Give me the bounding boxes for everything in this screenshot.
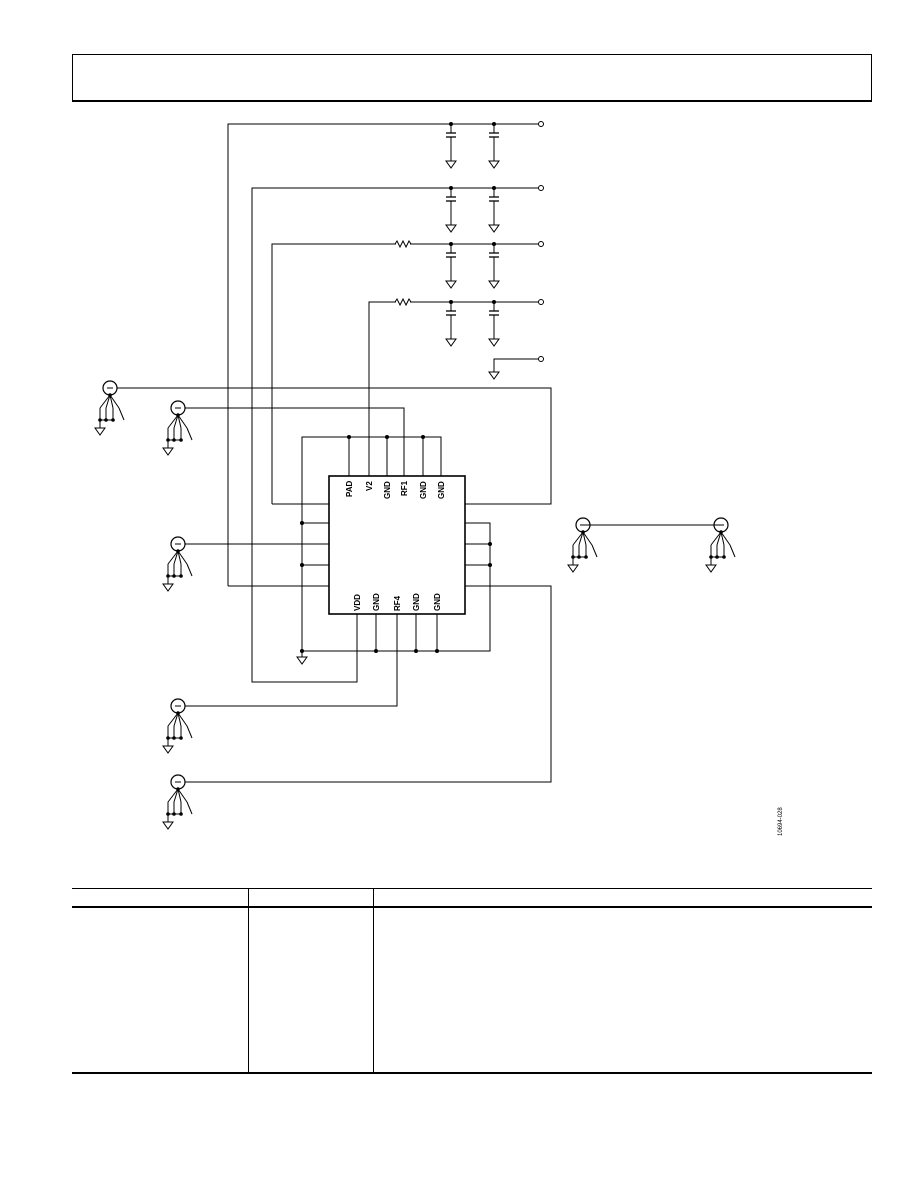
sma-connector-icon bbox=[705, 517, 736, 573]
rail-junctions bbox=[449, 122, 496, 304]
rail-terminals bbox=[538, 121, 544, 362]
ground-symbol bbox=[488, 365, 500, 380]
evaluation-board-schematic: PAD V2 GND RF1 GND GND VDD GND RF4 GND G… bbox=[94, 121, 784, 836]
top-pin-junctions bbox=[347, 435, 425, 439]
table-top-rule bbox=[72, 888, 872, 889]
table-bottom-rule bbox=[72, 1072, 872, 1074]
right-side-wiring bbox=[178, 522, 552, 783]
pin-label-gnd: GND bbox=[383, 481, 392, 499]
figure-code: 10694-028 bbox=[778, 807, 784, 836]
table-header-rule bbox=[72, 906, 872, 908]
supply-rails bbox=[227, 123, 538, 586]
bottom-pin-labels: VDD GND RF4 GND GND bbox=[353, 593, 442, 611]
left-side-wiring bbox=[178, 522, 358, 683]
decoupling-capacitors bbox=[445, 123, 500, 347]
ic-package bbox=[328, 475, 466, 615]
right-side-junctions bbox=[488, 542, 492, 567]
top-pin-labels: PAD V2 GND RF1 GND GND bbox=[345, 480, 446, 499]
pin-label-gnd: GND bbox=[419, 481, 428, 499]
pin-label-pad: PAD bbox=[345, 480, 354, 497]
series-resistors bbox=[394, 240, 412, 306]
sma-connector-icon bbox=[567, 517, 598, 573]
bottom-pin-wiring bbox=[178, 614, 438, 707]
pin-label-v2: V2 bbox=[365, 481, 374, 491]
pin-label-rf4: RF4 bbox=[393, 595, 402, 611]
bottom-pin-junctions bbox=[374, 649, 439, 653]
pin-label-gnd: GND bbox=[437, 481, 446, 499]
sma-connector-icon bbox=[94, 380, 125, 436]
table-column-divider bbox=[248, 888, 249, 1072]
pin-label-rf1: RF1 bbox=[400, 480, 409, 496]
pin-label-gnd: GND bbox=[433, 593, 442, 611]
ic-ground-symbol bbox=[296, 650, 308, 665]
pin-label-gnd: GND bbox=[412, 593, 421, 611]
pin-label-gnd: GND bbox=[372, 593, 381, 611]
sma-connector-icon bbox=[162, 400, 193, 456]
sma-connector-icon bbox=[162, 536, 193, 592]
page-header-box bbox=[72, 54, 872, 102]
component-table bbox=[72, 888, 872, 1074]
sma-connector-icon bbox=[162, 774, 193, 830]
pin-label-vdd: VDD bbox=[353, 594, 362, 611]
sma-connector-icon bbox=[162, 698, 193, 754]
table-column-divider bbox=[373, 888, 374, 1072]
